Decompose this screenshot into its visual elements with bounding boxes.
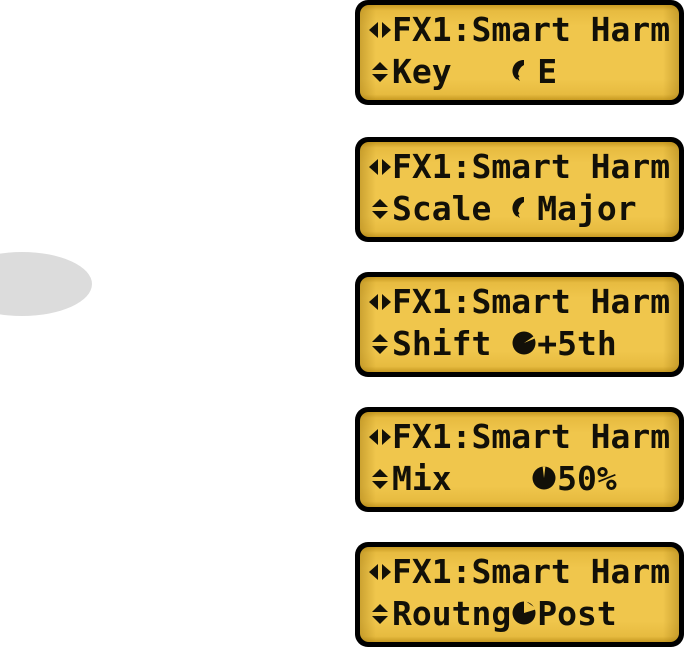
lcd-line-1: FX1:Smart Harm [368, 551, 670, 593]
lcd-line-2: Mix 50% [368, 458, 617, 500]
knob-dial-icon [511, 599, 538, 626]
lcd-line-2: Scale Major [368, 188, 637, 230]
lcd-line-1: FX1:Smart Harm [368, 9, 670, 51]
param-label: Shift [392, 324, 492, 363]
up-down-arrows-icon [368, 333, 392, 355]
effect-title: FX1:Smart Harm [392, 147, 671, 186]
effect-title: FX1:Smart Harm [392, 552, 671, 591]
left-right-arrows-icon [368, 562, 392, 582]
lcd-line-1: FX1:Smart Harm [368, 146, 670, 188]
lcd-line-1: FX1:Smart Harm [368, 416, 670, 458]
knob-arc-icon [511, 58, 537, 84]
up-down-arrows-icon [368, 61, 392, 83]
param-value: Major [537, 189, 637, 228]
left-right-arrows-icon [368, 157, 392, 177]
up-down-arrows-icon [368, 468, 392, 490]
param-value: +5th [537, 324, 617, 363]
up-down-arrows-icon [368, 198, 392, 220]
param-value: Post [537, 594, 617, 633]
param-gap [452, 51, 512, 93]
left-right-arrows-icon [368, 292, 392, 312]
param-value: E [537, 52, 558, 91]
param-value: 50% [557, 459, 617, 498]
param-gap [452, 458, 531, 500]
effect-title: FX1:Smart Harm [392, 10, 671, 49]
knob-arc-icon [511, 195, 537, 221]
param-gap [491, 323, 511, 365]
param-label: Routng [392, 594, 512, 633]
knob-dial-icon [531, 465, 557, 491]
param-label: Scale [392, 189, 492, 228]
param-gap [491, 188, 511, 230]
left-right-arrows-icon [368, 427, 392, 447]
lcd-line-2: Shift +5th [368, 323, 617, 365]
up-down-arrows-icon [368, 603, 392, 625]
lcd-line-2: Key E [368, 51, 557, 93]
effect-title: FX1:Smart Harm [392, 417, 671, 456]
effect-title: FX1:Smart Harm [392, 282, 671, 321]
param-label: Mix [392, 459, 452, 498]
param-label: Key [392, 52, 452, 91]
lcd-line-2: Routng Post [368, 593, 617, 635]
knob-dial-icon [511, 330, 537, 356]
gray-ellipse [0, 252, 92, 316]
lcd-line-1: FX1:Smart Harm [368, 281, 670, 323]
left-right-arrows-icon [368, 20, 392, 40]
